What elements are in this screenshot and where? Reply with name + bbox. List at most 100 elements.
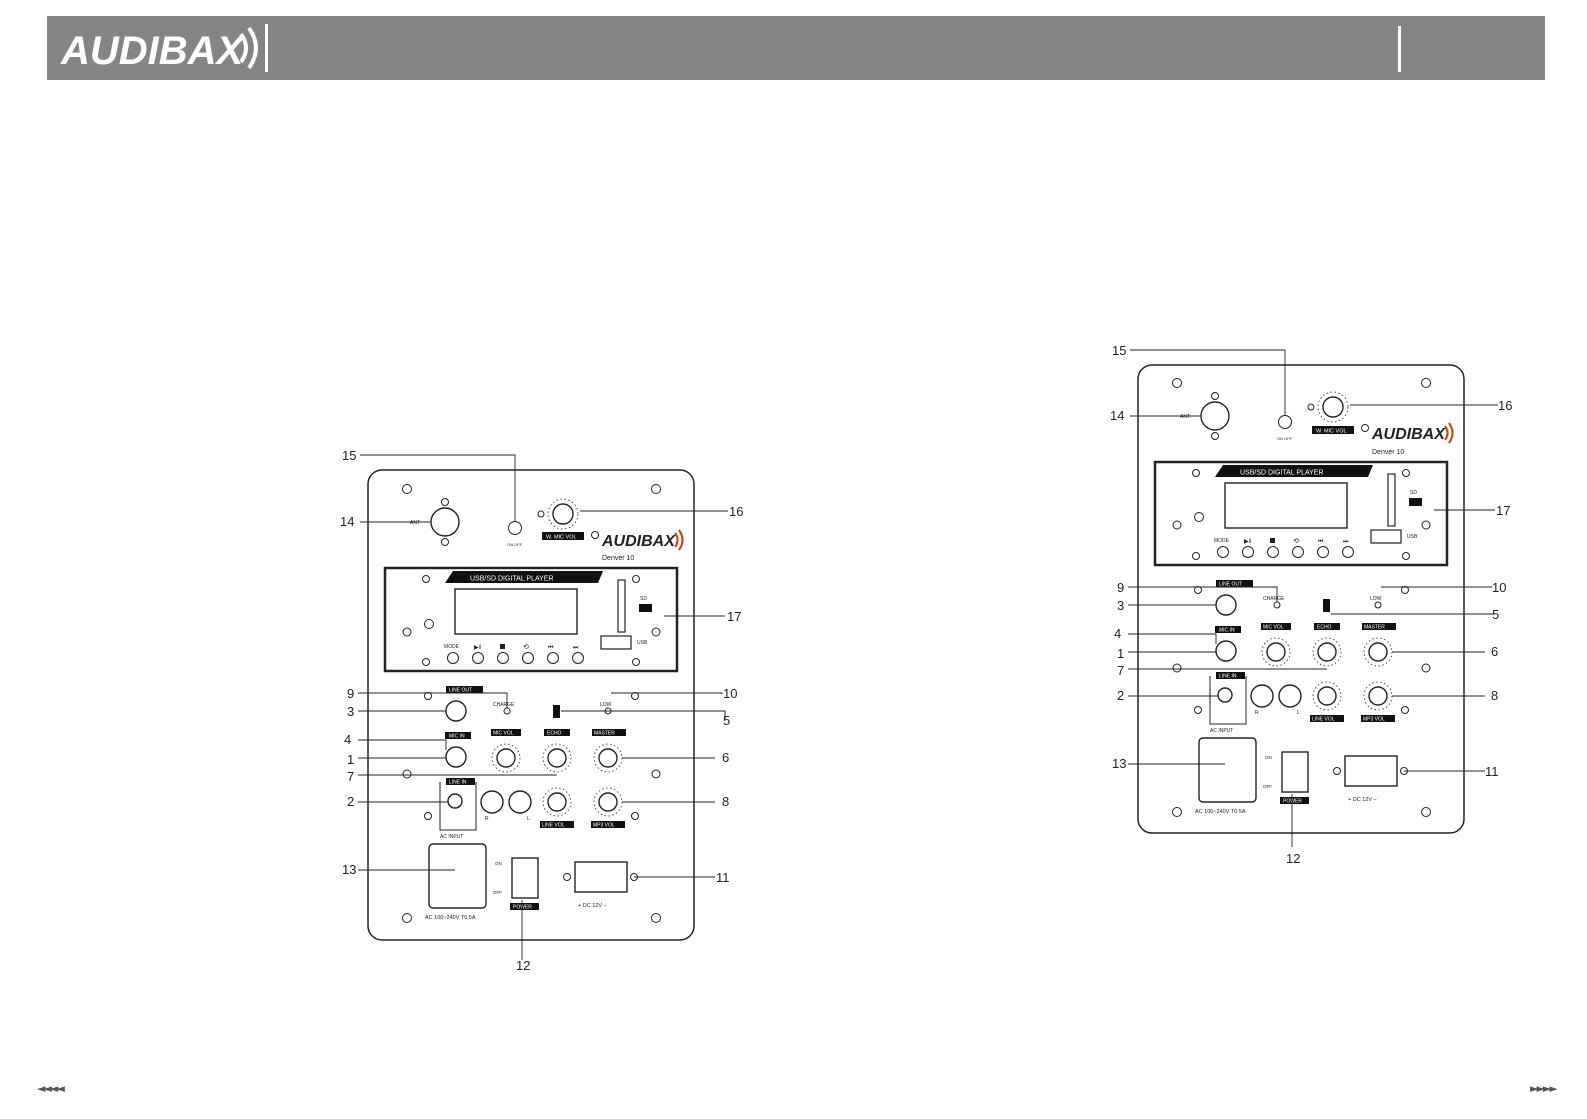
callout-2: 2 bbox=[347, 794, 354, 809]
logo-wordmark: AUDIBAX bbox=[60, 29, 246, 73]
knob-icon bbox=[593, 743, 623, 773]
ac-spec-label: AC 100~240V T0.5A bbox=[1195, 809, 1246, 815]
power-label: POWER bbox=[513, 905, 532, 911]
callout-6: 6 bbox=[1491, 644, 1498, 659]
knob-icon bbox=[593, 787, 623, 817]
echo-label: ECHO bbox=[1317, 625, 1332, 631]
led-icon bbox=[537, 510, 545, 518]
mic-in-jack-icon bbox=[1215, 640, 1237, 662]
off-label: OFF bbox=[493, 890, 502, 895]
mode-label: MODE bbox=[444, 644, 460, 650]
screw-icon bbox=[1172, 520, 1182, 530]
line-out-label: LINE OUT bbox=[449, 688, 472, 694]
play-pause-button[interactable] bbox=[1242, 546, 1254, 558]
mode-button[interactable] bbox=[447, 652, 459, 664]
callout-3: 3 bbox=[347, 704, 354, 719]
screw-icon bbox=[1402, 552, 1410, 560]
repeat-button[interactable] bbox=[522, 652, 534, 664]
l-label: L bbox=[1297, 710, 1300, 716]
line-out-jack-icon bbox=[1215, 594, 1237, 616]
w-mic-vol-label: W. MIC VOL bbox=[546, 535, 577, 541]
r-label: R bbox=[485, 816, 489, 822]
screw-icon bbox=[1401, 706, 1409, 714]
w-mic-vol-label: W. MIC VOL bbox=[1316, 429, 1347, 435]
antenna-connector-icon bbox=[1200, 401, 1230, 431]
screw-icon bbox=[563, 873, 571, 881]
knob-icon bbox=[1261, 637, 1291, 667]
previous-button[interactable] bbox=[1317, 546, 1329, 558]
callout-8: 8 bbox=[1491, 688, 1498, 703]
play-pause-button[interactable] bbox=[472, 652, 484, 664]
callout-10: 10 bbox=[1492, 580, 1506, 595]
next-button[interactable] bbox=[1342, 546, 1354, 558]
callout-12: 12 bbox=[1286, 851, 1300, 866]
line-vol-label: LINE VOL bbox=[1312, 717, 1335, 723]
callout-17: 17 bbox=[1496, 503, 1510, 518]
screw-icon bbox=[422, 575, 430, 583]
rca-l-jack-icon bbox=[508, 790, 532, 814]
sd-card-icon bbox=[1409, 498, 1422, 506]
page-header: AUDIBAX bbox=[47, 16, 1545, 80]
previous-page-arrows[interactable]: ◄◄◄◄ bbox=[37, 1082, 65, 1095]
knob-icon bbox=[491, 743, 521, 773]
mp3-vol-label: MP3 VOL bbox=[593, 823, 615, 829]
next-page-arrows[interactable]: ►►►► bbox=[1530, 1082, 1558, 1095]
digital-player-module bbox=[383, 566, 679, 673]
screw-icon bbox=[1192, 469, 1200, 477]
callout-leader-lines bbox=[1128, 349, 1498, 847]
screw-icon bbox=[1194, 586, 1202, 594]
callout-12: 12 bbox=[516, 958, 530, 973]
line-in-jack-icon bbox=[447, 793, 463, 809]
ac-inlet bbox=[1198, 737, 1257, 803]
power-switch bbox=[511, 857, 539, 899]
model-name: Denver 10 bbox=[602, 555, 634, 562]
previous-button[interactable] bbox=[547, 652, 559, 664]
callout-2: 2 bbox=[1117, 688, 1124, 703]
callout-7: 7 bbox=[347, 769, 354, 784]
low-label: LOW bbox=[600, 702, 612, 708]
mp3-vol-label: MP3 VOL bbox=[1363, 717, 1385, 723]
ir-sensor-icon bbox=[1194, 512, 1204, 522]
knob-icon bbox=[1363, 681, 1393, 711]
screw-icon bbox=[1421, 378, 1431, 388]
callout-15: 15 bbox=[1112, 343, 1126, 358]
mic-vol-label: MIC VOL bbox=[493, 731, 514, 737]
screw-icon bbox=[1402, 469, 1410, 477]
ac-inlet bbox=[428, 843, 487, 909]
sd-label: SD bbox=[1410, 490, 1417, 496]
panel-diagram: ANT ON OFF W. MIC VOL AUDIBAX Denver 10 … bbox=[1110, 343, 1512, 866]
led-icon bbox=[1374, 601, 1382, 609]
stop-button[interactable] bbox=[497, 652, 509, 664]
panel-brand-logo: AUDIBAX bbox=[1371, 426, 1446, 443]
callout-leader-lines bbox=[358, 454, 728, 960]
header-divider bbox=[265, 24, 268, 72]
player-title: USB/SD DIGITAL PLAYER bbox=[470, 576, 554, 583]
next-button[interactable] bbox=[572, 652, 584, 664]
screw-icon bbox=[424, 692, 432, 700]
sd-label: SD bbox=[640, 596, 647, 602]
repeat-button[interactable] bbox=[1292, 546, 1304, 558]
screw-icon bbox=[402, 769, 412, 779]
screw-icon bbox=[402, 484, 412, 494]
line-in-jack-icon bbox=[1217, 687, 1233, 703]
master-label: MASTER bbox=[1364, 625, 1385, 631]
mode-button[interactable] bbox=[1217, 546, 1229, 558]
sd-slot bbox=[1387, 473, 1396, 527]
knob-icon bbox=[542, 787, 572, 817]
svg-text:⟲: ⟲ bbox=[1293, 538, 1299, 545]
svg-text:▶‖: ▶‖ bbox=[1244, 539, 1251, 545]
rear-panel-outline bbox=[367, 469, 695, 941]
callout-15: 15 bbox=[342, 448, 356, 463]
charge-label: CHARGE bbox=[1263, 596, 1285, 602]
mic-in-jack-icon bbox=[445, 746, 467, 768]
svg-text:⏮: ⏮ bbox=[1318, 539, 1324, 545]
stop-button[interactable] bbox=[1267, 546, 1279, 558]
line-out-jack-icon bbox=[445, 700, 467, 722]
callout-7: 7 bbox=[1117, 663, 1124, 678]
screw-icon bbox=[632, 658, 640, 666]
screw-icon bbox=[1192, 552, 1200, 560]
callout-14: 14 bbox=[340, 514, 354, 529]
led-icon bbox=[503, 707, 511, 715]
dc-label: + DC 12V − bbox=[578, 903, 607, 909]
screw-icon bbox=[1421, 807, 1431, 817]
